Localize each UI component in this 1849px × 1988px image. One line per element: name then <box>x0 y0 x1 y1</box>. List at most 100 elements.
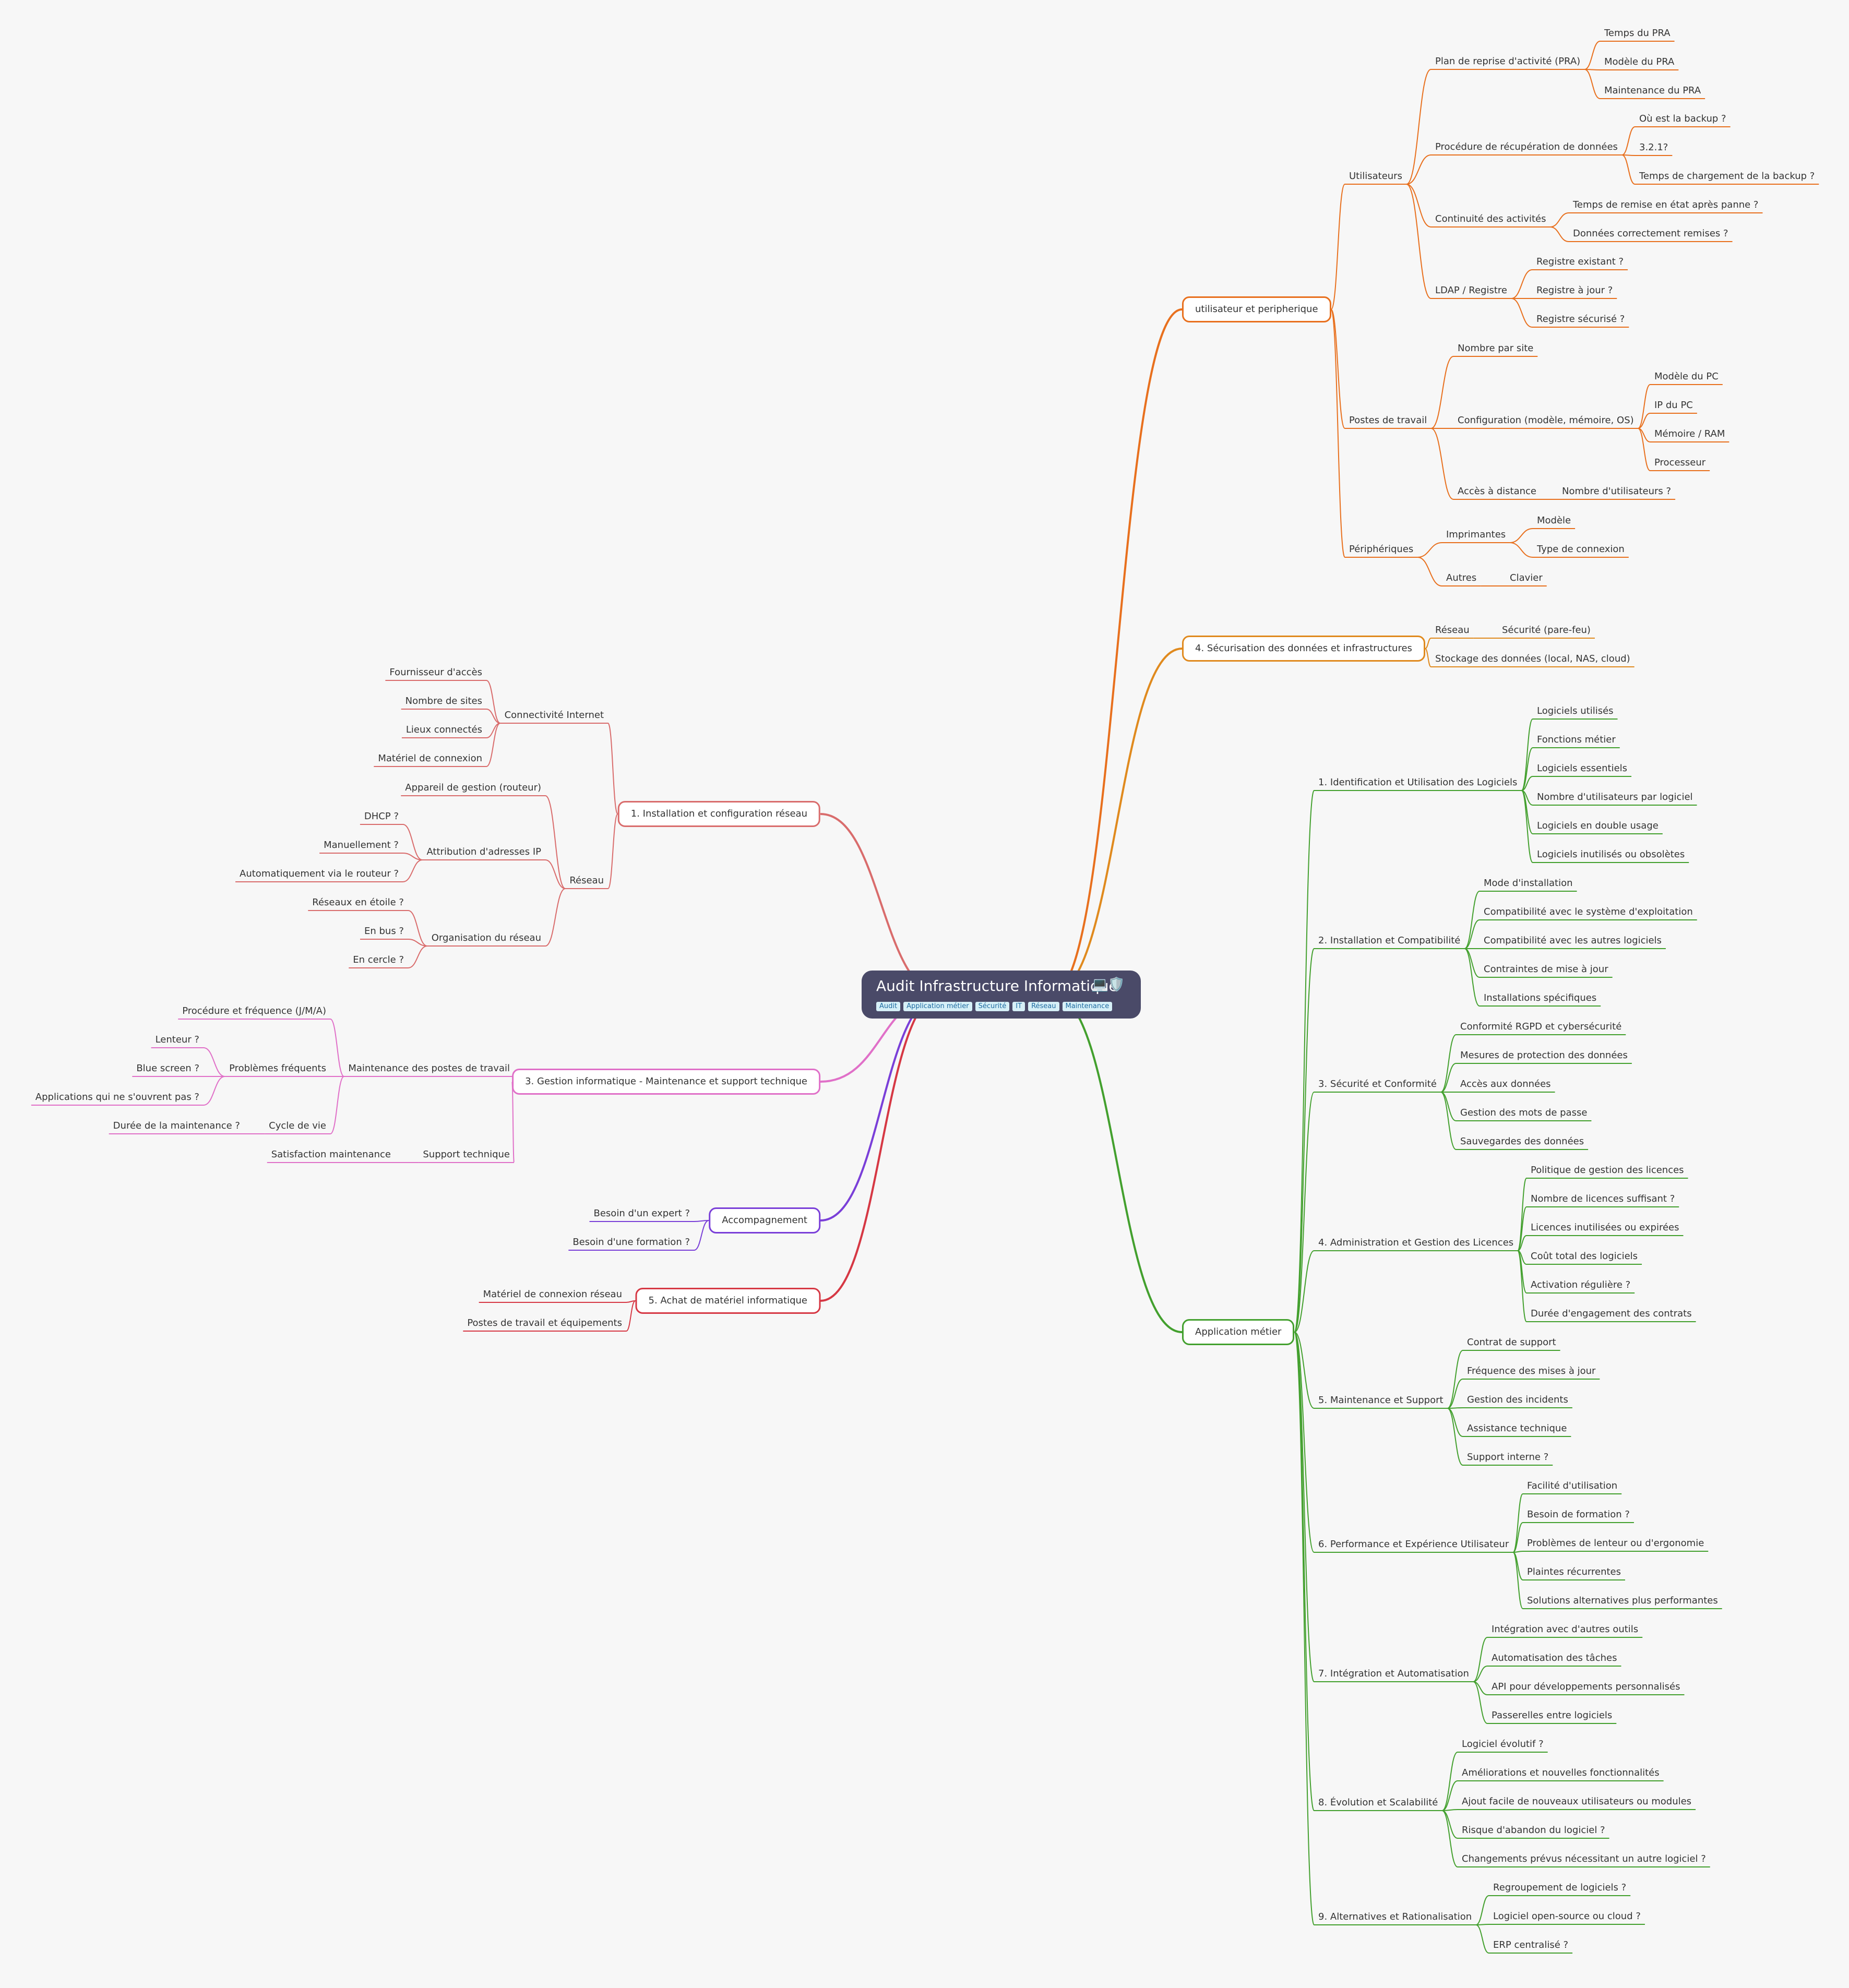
node-processeur[interactable]: Processeur <box>1654 457 1706 468</box>
node-7-integration-et-automatisation[interactable]: 7. Intégration et Automatisation <box>1318 1668 1469 1679</box>
node-frequence-des-mises-a-jour[interactable]: Fréquence des mises à jour <box>1467 1366 1596 1376</box>
tag[interactable]: Application métier <box>903 1002 972 1011</box>
node-ameliorations-et-nouvelles-fonctionnalit[interactable]: Améliorations et nouvelles fonctionnalit… <box>1462 1767 1660 1778</box>
node-acces-aux-donnees[interactable]: Accès aux données <box>1460 1079 1551 1089</box>
node-dhcp[interactable]: DHCP ? <box>364 811 399 822</box>
node-appareil-de-gestion-routeur[interactable]: Appareil de gestion (routeur) <box>405 782 541 793</box>
node-risque-d-abandon-du-logiciel[interactable]: Risque d'abandon du logiciel ? <box>1462 1825 1605 1836</box>
node-3-securite-et-conformite[interactable]: 3. Sécurité et Conformité <box>1318 1079 1437 1089</box>
node-passerelles-entre-logiciels[interactable]: Passerelles entre logiciels <box>1492 1710 1613 1721</box>
node-postes-de-travail[interactable]: Postes de travail <box>1349 415 1427 426</box>
node-installations-specifiques[interactable]: Installations spécifiques <box>1484 992 1597 1003</box>
node-2-installation-et-compatibilite[interactable]: 2. Installation et Compatibilité <box>1318 935 1461 946</box>
branch-3-gestion-informatique-maintenance-et-su[interactable]: 3. Gestion informatique - Maintenance et… <box>512 1069 820 1095</box>
branch-4-securisation-des-donnees-et-infrastruc[interactable]: 4. Sécurisation des données et infrastru… <box>1182 636 1425 662</box>
node-postes-de-travail-et-equipements[interactable]: Postes de travail et équipements <box>467 1318 622 1328</box>
node-donnees-correctement-remises[interactable]: Données correctement remises ? <box>1573 228 1728 239</box>
node-integration-avec-d-autres-outils[interactable]: Intégration avec d'autres outils <box>1492 1624 1639 1635</box>
node-mode-d-installation[interactable]: Mode d'installation <box>1484 878 1573 889</box>
node-1-identification-et-utilisation-des-logi[interactable]: 1. Identification et Utilisation des Log… <box>1318 777 1518 788</box>
node-contraintes-de-mise-a-jour[interactable]: Contraintes de mise à jour <box>1484 964 1608 975</box>
node-materiel-de-connexion[interactable]: Matériel de connexion <box>378 753 482 764</box>
branch-1-installation-et-configuration-reseau[interactable]: 1. Installation et configuration réseau <box>617 801 820 827</box>
node-temps-du-pra[interactable]: Temps du PRA <box>1604 28 1671 39</box>
node-securite-pare-feu[interactable]: Sécurité (pare-feu) <box>1502 625 1591 636</box>
node-support-interne[interactable]: Support interne ? <box>1467 1452 1549 1463</box>
node-modele-du-pra[interactable]: Modèle du PRA <box>1604 56 1675 67</box>
node-automatisation-des-taches[interactable]: Automatisation des tâches <box>1492 1652 1617 1663</box>
node-registre-existant[interactable]: Registre existant ? <box>1536 256 1624 267</box>
branch-accompagnement[interactable]: Accompagnement <box>709 1207 820 1233</box>
node-conformite-rgpd-et-cybersecurite[interactable]: Conformité RGPD et cybersécurité <box>1460 1021 1622 1032</box>
node-gestion-des-mots-de-passe[interactable]: Gestion des mots de passe <box>1460 1107 1588 1118</box>
node-duree-d-engagement-des-contrats[interactable]: Durée d'engagement des contrats <box>1531 1308 1692 1319</box>
node-reseaux-en-etoile[interactable]: Réseaux en étoile ? <box>312 897 404 908</box>
node-utilisateurs[interactable]: Utilisateurs <box>1349 171 1402 182</box>
node-acces-a-distance[interactable]: Accès à distance <box>1458 486 1536 497</box>
node-ldap-registre[interactable]: LDAP / Registre <box>1435 285 1507 296</box>
node-materiel-de-connexion-reseau[interactable]: Matériel de connexion réseau <box>483 1289 622 1300</box>
node-mesures-de-protection-des-donnees[interactable]: Mesures de protection des données <box>1460 1050 1628 1061</box>
node-changements-prevus-necessitant-un-autre-[interactable]: Changements prévus nécessitant un autre … <box>1462 1853 1706 1864</box>
node-cout-total-des-logiciels[interactable]: Coût total des logiciels <box>1531 1251 1638 1262</box>
node-besoin-d-une-formation[interactable]: Besoin d'une formation ? <box>572 1237 690 1248</box>
node-problemes-de-lenteur-ou-d-ergonomie[interactable]: Problèmes de lenteur ou d'ergonomie <box>1527 1538 1704 1549</box>
node-api-pour-developpements-personnalises[interactable]: API pour développements personnalisés <box>1492 1681 1680 1692</box>
node-3-2-1[interactable]: 3.2.1? <box>1639 142 1668 153</box>
node-fournisseur-d-acces[interactable]: Fournisseur d'accès <box>389 667 482 678</box>
tag[interactable]: Réseau <box>1028 1002 1059 1011</box>
node-nombre-de-sites[interactable]: Nombre de sites <box>405 696 482 706</box>
node-satisfaction-maintenance[interactable]: Satisfaction maintenance <box>271 1149 391 1160</box>
node-modele-du-pc[interactable]: Modèle du PC <box>1654 371 1719 382</box>
node-nombre-de-licences-suffisant[interactable]: Nombre de licences suffisant ? <box>1531 1193 1675 1204</box>
node-licences-inutilisees-ou-expirees[interactable]: Licences inutilisées ou expirées <box>1531 1222 1679 1233</box>
node-logiciels-inutilises-ou-obsoletes[interactable]: Logiciels inutilisés ou obsolètes <box>1537 849 1685 860</box>
node-continuite-des-activites[interactable]: Continuité des activités <box>1435 213 1546 224</box>
node-automatiquement-via-le-routeur[interactable]: Automatiquement via le routeur ? <box>240 868 399 879</box>
tag[interactable]: IT <box>1012 1002 1025 1011</box>
node-registre-a-jour[interactable]: Registre à jour ? <box>1536 285 1613 296</box>
node-activation-reguliere[interactable]: Activation régulière ? <box>1531 1279 1631 1290</box>
node-registre-securise[interactable]: Registre sécurisé ? <box>1536 314 1625 325</box>
node-besoin-d-un-expert[interactable]: Besoin d'un expert ? <box>593 1208 690 1219</box>
node-applications-qui-ne-s-ouvrent-pas[interactable]: Applications qui ne s'ouvrent pas ? <box>35 1092 199 1103</box>
node-lieux-connectes[interactable]: Lieux connectés <box>405 724 482 735</box>
node-connectivite-internet[interactable]: Connectivité Internet <box>504 710 604 721</box>
tag[interactable]: Sécurité <box>975 1002 1010 1011</box>
node-attribution-d-adresses-ip[interactable]: Attribution d'adresses IP <box>426 846 541 857</box>
node-en-bus[interactable]: En bus ? <box>364 926 404 937</box>
branch-application-metier[interactable]: Application métier <box>1182 1319 1295 1345</box>
node-cycle-de-vie[interactable]: Cycle de vie <box>269 1120 326 1131</box>
node-type-de-connexion[interactable]: Type de connexion <box>1537 544 1625 555</box>
node-logiciels-en-double-usage[interactable]: Logiciels en double usage <box>1537 820 1659 831</box>
branch-5-achat-de-materiel-informatique[interactable]: 5. Achat de matériel informatique <box>635 1288 820 1314</box>
node-temps-de-chargement-de-la-backup[interactable]: Temps de chargement de la backup ? <box>1639 171 1815 182</box>
node-besoin-de-formation[interactable]: Besoin de formation ? <box>1527 1509 1630 1520</box>
node-politique-de-gestion-des-licences[interactable]: Politique de gestion des licences <box>1531 1165 1684 1176</box>
node-modele[interactable]: Modèle <box>1537 515 1571 526</box>
node-nombre-par-site[interactable]: Nombre par site <box>1458 343 1534 354</box>
node-nombre-d-utilisateurs[interactable]: Nombre d'utilisateurs ? <box>1562 486 1672 497</box>
node-en-cercle[interactable]: En cercle ? <box>353 954 404 965</box>
node-solutions-alternatives-plus-performantes[interactable]: Solutions alternatives plus performantes <box>1527 1595 1718 1606</box>
node-autres[interactable]: Autres <box>1446 572 1477 583</box>
node-facilite-d-utilisation[interactable]: Facilité d'utilisation <box>1527 1480 1618 1491</box>
node-problemes-frequents[interactable]: Problèmes fréquents <box>229 1063 326 1074</box>
node-sauvegardes-des-donnees[interactable]: Sauvegardes des données <box>1460 1136 1584 1147</box>
node-logiciels-essentiels[interactable]: Logiciels essentiels <box>1537 763 1628 774</box>
node-compatibilite-avec-le-systeme-d-exploita[interactable]: Compatibilité avec le système d'exploita… <box>1484 906 1693 917</box>
node-memoire-ram[interactable]: Mémoire / RAM <box>1654 428 1725 439</box>
tag[interactable]: Audit <box>876 1002 901 1011</box>
node-peripheriques[interactable]: Périphériques <box>1349 544 1414 555</box>
node-clavier[interactable]: Clavier <box>1510 572 1543 583</box>
node-duree-de-la-maintenance[interactable]: Durée de la maintenance ? <box>113 1120 240 1131</box>
node-ip-du-pc[interactable]: IP du PC <box>1654 400 1693 411</box>
node-8-evolution-et-scalabilite[interactable]: 8. Évolution et Scalabilité <box>1318 1797 1438 1808</box>
node-fonctions-metier[interactable]: Fonctions métier <box>1537 734 1616 745</box>
branch-utilisateur-et-peripherique[interactable]: utilisateur et peripherique <box>1182 296 1331 322</box>
node-reseau[interactable]: Réseau <box>569 875 604 886</box>
node-imprimantes[interactable]: Imprimantes <box>1446 529 1506 540</box>
node-procedure-et-frequence-j-m-a[interactable]: Procédure et fréquence (J/M/A) <box>182 1005 326 1016</box>
node-manuellement[interactable]: Manuellement ? <box>324 840 399 851</box>
node-assistance-technique[interactable]: Assistance technique <box>1467 1423 1567 1434</box>
